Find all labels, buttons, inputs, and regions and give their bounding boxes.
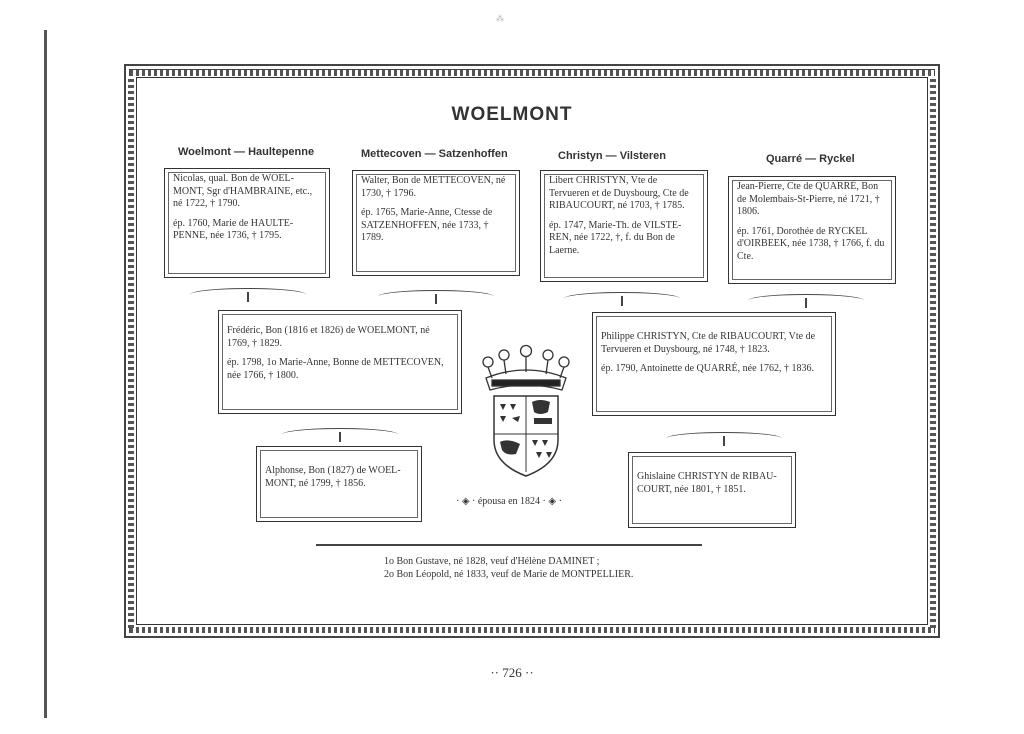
connector-brace — [282, 428, 398, 441]
children-notes: 1o Bon Gustave, né 1828, veuf d'Hélène D… — [384, 555, 633, 581]
lineage-header: Woelmont — Haultepenne — [178, 146, 315, 158]
person-box: Libert CHRISTYN, Vte de Tervueren et de … — [540, 170, 708, 282]
marriage-text: ép. 1790, Antoinette de QUARRÉ, née 1762… — [601, 363, 815, 374]
frame-ornament-right — [930, 76, 936, 628]
connector-brace — [564, 292, 680, 305]
lineage-header: Quarré — Ryckel — [766, 153, 855, 165]
marriage-text: ép. 1747, Marie-Th. de VILSTE-REN, née 1… — [549, 219, 682, 256]
person-box: Ghislaine CHRISTYN de RIBAU-COURT, née 1… — [628, 452, 796, 528]
connector-stem — [723, 436, 725, 446]
inner-frame — [136, 77, 928, 625]
connector-stem — [435, 294, 437, 304]
connector-stem — [247, 292, 249, 302]
person-box: Alphonse, Bon (1827) de WOEL-MONT, né 17… — [256, 446, 422, 522]
lineage-header: Christyn — Vilsteren — [558, 150, 666, 162]
connector-stem — [805, 298, 807, 308]
frame-ornament-top — [130, 70, 934, 76]
coat-of-arms-icon — [482, 344, 570, 477]
binding-edge — [44, 30, 47, 718]
marriage-text: ép. 1798, 1o Marie-Anne, Bonne de METTEC… — [227, 357, 444, 381]
connector-stem — [339, 432, 341, 442]
divider — [316, 544, 702, 546]
person-box: Philippe CHRISTYN, Cte de RIBAUCOURT, Vt… — [592, 312, 836, 416]
ornamental-frame — [124, 64, 940, 638]
person-text: Jean-Pierre, Cte de QUARRÉ, Bon de Molem… — [737, 181, 880, 217]
marriage-text: ép. 1765, Marie-Anne, Ctesse de SATZENHO… — [361, 207, 493, 243]
marriage-text: ép. 1761, Dorothée de RYCKEL d'OIRBEEK, … — [737, 225, 885, 262]
connector-brace — [378, 290, 494, 303]
connector-brace — [748, 294, 864, 307]
marriage-text: ép. 1760, Marie de HAULTE-PENNE, née 173… — [173, 217, 294, 242]
person-text: Frédéric, Bon (1816 et 1826) de WOELMONT… — [227, 325, 430, 349]
person-box: Walter, Bon de METTECOVEN, né 1730, † 17… — [352, 170, 520, 276]
person-box: Nicolas, qual. Bon de WOEL-MONT, Sgr d'H… — [164, 168, 330, 278]
person-text: Nicolas, qual. Bon de WOEL-MONT, Sgr d'H… — [173, 173, 313, 209]
frame-ornament-bottom — [130, 627, 934, 633]
person-text: Libert CHRISTYN, Vte de Tervueren et de … — [549, 175, 689, 211]
person-text: Ghislaine CHRISTYN de RIBAU-COURT, née 1… — [637, 471, 777, 495]
crown-icon — [482, 344, 570, 391]
page-title: WOELMONT — [451, 104, 573, 125]
note-line: 2o Bon Léopold, né 1833, veuf de Marie d… — [384, 569, 634, 580]
connector-stem — [621, 296, 623, 306]
top-mark: ⁂ — [496, 14, 504, 23]
connector-brace — [666, 432, 782, 445]
person-box: Jean-Pierre, Cte de QUARRÉ, Bon de Molem… — [728, 176, 896, 284]
person-text: Alphonse, Bon (1827) de WOEL-MONT, né 17… — [265, 465, 401, 489]
marriage-caption: · ◈ · épousa en 1824 · ◈ · — [456, 496, 562, 507]
person-text: Philippe CHRISTYN, Cte de RIBAUCOURT, Vt… — [601, 331, 816, 355]
frame-ornament-left — [128, 76, 134, 628]
person-box: Frédéric, Bon (1816 et 1826) de WOELMONT… — [218, 310, 462, 414]
note-line: 1o Bon Gustave, né 1828, veuf d'Hélène D… — [384, 556, 600, 567]
connector-brace — [190, 288, 306, 301]
page-number: ·· 726 ·· — [490, 665, 534, 680]
person-text: Walter, Bon de METTECOVEN, né 1730, † 17… — [361, 175, 506, 199]
lineage-header: Mettecoven — Satzenhoffen — [361, 148, 508, 160]
